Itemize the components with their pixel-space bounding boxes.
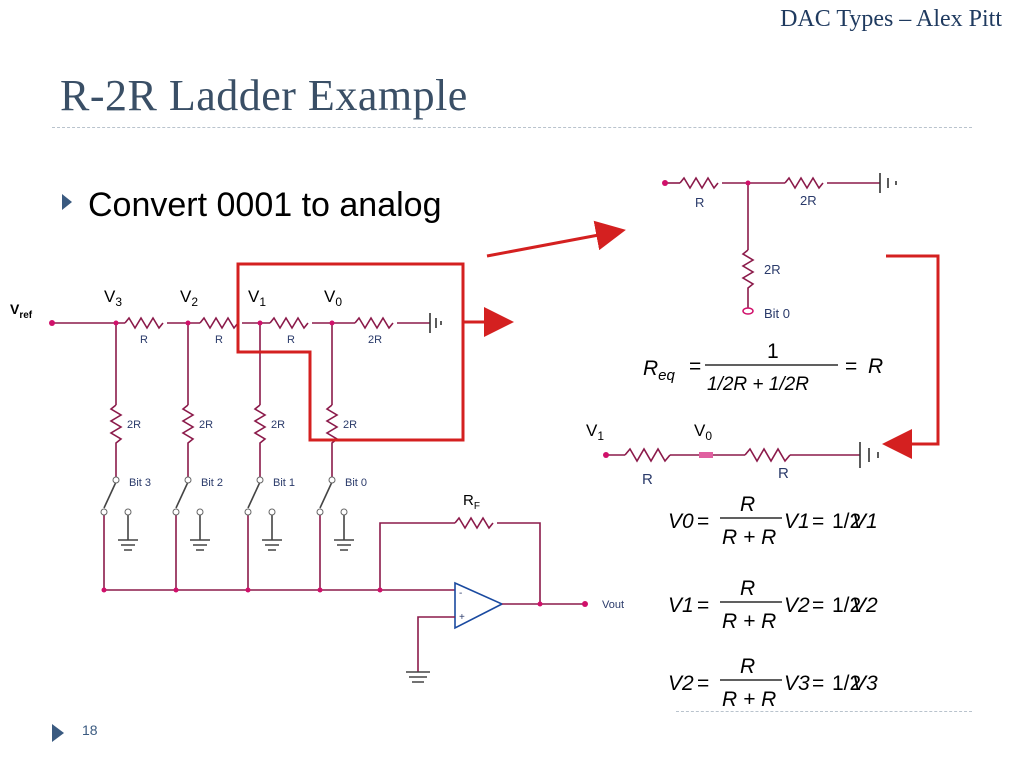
title-divider <box>52 127 972 128</box>
detail-top-r-label: R <box>695 195 704 210</box>
svg-text:=: = <box>689 355 701 378</box>
page-number: 18 <box>82 722 98 738</box>
detail-circuit-bottom <box>606 442 879 468</box>
series-resistor-label: R <box>287 334 295 346</box>
svg-text:R: R <box>740 577 755 600</box>
svg-text:1/2: 1/2 <box>832 672 861 695</box>
svg-text:1: 1 <box>767 340 779 363</box>
shunt-resistor-label: 2R <box>271 419 285 431</box>
resistor-r3 <box>124 316 164 330</box>
resistor-2r-end <box>354 316 394 330</box>
arrow-to-detail <box>486 220 626 258</box>
bit-label: Bit 0 <box>345 477 367 489</box>
node-dots <box>49 320 588 607</box>
detail-circuit-top <box>665 173 897 308</box>
svg-text:R: R <box>740 655 755 678</box>
detail-v0-label: V0 <box>694 421 712 443</box>
r2r-ladder-circuit <box>52 313 585 683</box>
opamp-plus-label: + <box>459 612 465 623</box>
svg-text:V2: V2 <box>668 672 694 695</box>
node-label-v0: V0 <box>324 287 342 309</box>
svg-text:=: = <box>812 510 824 533</box>
rf-label: RF <box>463 492 480 512</box>
svg-text:=: = <box>845 355 857 378</box>
svg-text:=: = <box>697 510 709 533</box>
series-resistor-label: 2R <box>368 334 382 346</box>
series-resistor-label: R <box>140 334 148 346</box>
node-label-v2: V2 <box>180 287 198 309</box>
equation-v0: V0 = R R + R V1 = 1/2 V1 <box>668 493 878 549</box>
footer-divider <box>676 711 972 712</box>
svg-text:V1: V1 <box>668 594 694 617</box>
svg-text:=: = <box>697 672 709 695</box>
svg-text:V0: V0 <box>668 510 694 533</box>
resistor-rf <box>454 516 494 530</box>
svg-text:=: = <box>812 672 824 695</box>
svg-text:R: R <box>740 493 755 516</box>
svg-text:V3: V3 <box>852 672 878 695</box>
svg-text:R + R: R + R <box>722 688 776 711</box>
svg-text:V1: V1 <box>784 510 810 533</box>
bullet-text: Convert 0001 to analog <box>88 186 442 224</box>
svg-text:Req: Req <box>643 357 676 384</box>
vout-label: Vout <box>602 599 624 611</box>
detail-top-2r-label: 2R <box>800 193 817 208</box>
node-label-v1: V1 <box>248 287 266 309</box>
detail-bottom-r2-label: R <box>778 465 789 482</box>
svg-text:=: = <box>812 594 824 617</box>
svg-text:1/2: 1/2 <box>832 510 861 533</box>
equation-v1: V1 = R R + R V2 = 1/2 V2 <box>668 577 878 633</box>
svg-text:R + R: R + R <box>722 610 776 633</box>
bit-label: Bit 2 <box>201 477 223 489</box>
detail-top-bit-label: Bit 0 <box>764 306 790 321</box>
resistor-r1 <box>269 316 309 330</box>
detail-top-2r-shunt-label: 2R <box>764 262 781 277</box>
svg-text:V2: V2 <box>784 594 810 617</box>
resistor-r2 <box>199 316 239 330</box>
svg-text:R + R: R + R <box>722 526 776 549</box>
svg-text:R: R <box>868 355 883 378</box>
equation-v2: V2 = R R + R V3 = 1/2 V3 <box>668 655 878 711</box>
detail-bottom-r1-label: R <box>642 471 653 488</box>
vref-label: Vref <box>10 301 33 321</box>
svg-text:V2: V2 <box>852 594 878 617</box>
svg-text:1/2R + 1/2R: 1/2R + 1/2R <box>707 374 809 395</box>
svg-text:1/2: 1/2 <box>832 594 861 617</box>
header-title: DAC Types – Alex Pitt <box>780 6 1002 32</box>
node-label-v3: V3 <box>104 287 122 309</box>
shunt-resistor-label: 2R <box>199 419 213 431</box>
page-arrow-icon <box>52 724 64 742</box>
bullet-arrow-icon <box>62 194 72 210</box>
bit-label: Bit 1 <box>273 477 295 489</box>
slide-title: R-2R Ladder Example <box>60 71 468 120</box>
arrow-down <box>882 254 940 459</box>
svg-text:=: = <box>697 594 709 617</box>
bit-label: Bit 3 <box>129 477 151 489</box>
opamp-minus-label: - <box>459 588 462 599</box>
shunt-resistor-label: 2R <box>343 419 357 431</box>
svg-text:V3: V3 <box>784 672 810 695</box>
equation-req: Req = 1 1/2R + 1/2R = R <box>643 340 883 395</box>
bullet-item: Convert 0001 to analog <box>62 186 441 225</box>
detail-v1-label: V1 <box>586 421 604 443</box>
shunt-resistor-label: 2R <box>127 419 141 431</box>
highlight-outline <box>236 262 465 442</box>
svg-text:V1: V1 <box>852 510 878 533</box>
series-resistor-label: R <box>215 334 223 346</box>
